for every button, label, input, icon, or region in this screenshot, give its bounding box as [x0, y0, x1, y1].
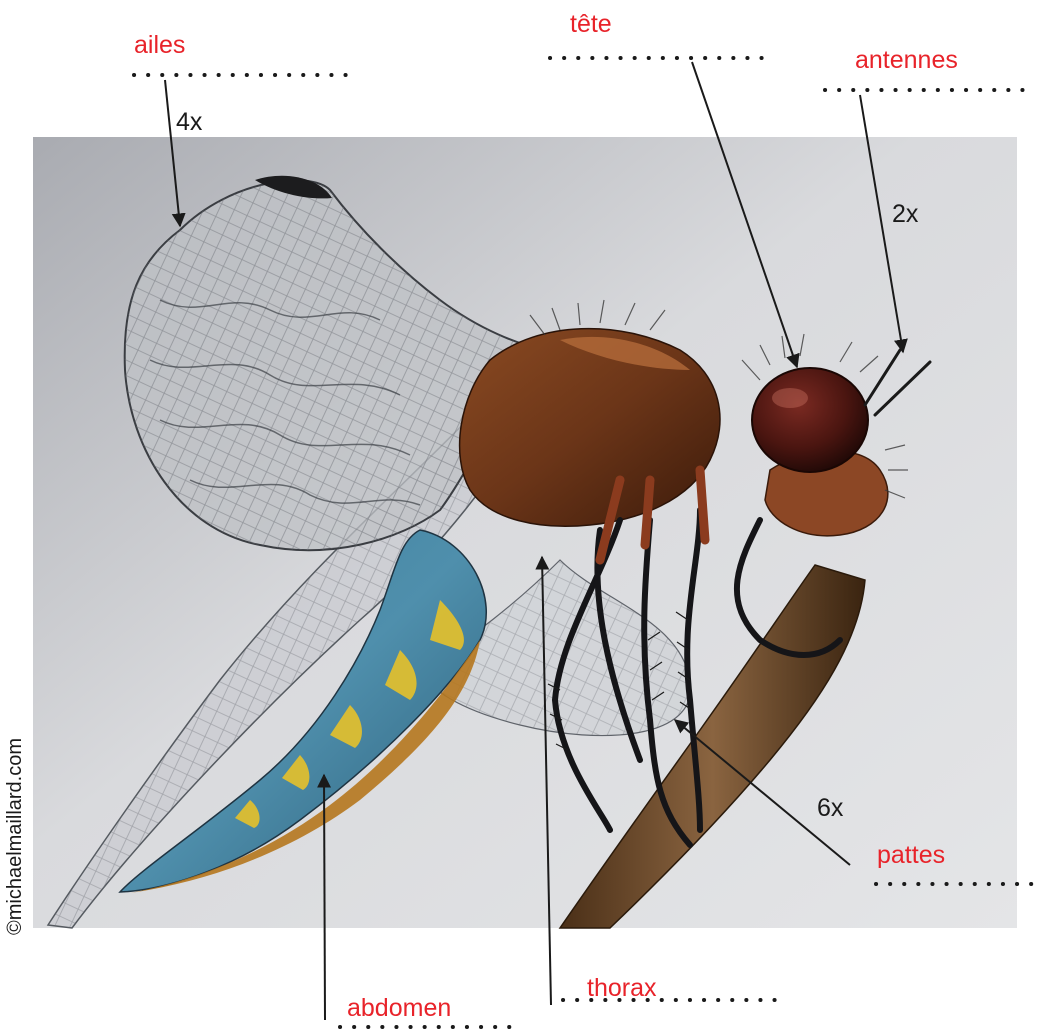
eye-highlight [772, 388, 808, 408]
count-ailes: 4x [176, 110, 202, 135]
count-pattes: 6x [817, 796, 843, 821]
count-antennes: 2x [892, 202, 918, 227]
pointer-abdomen [324, 775, 325, 1020]
label-abdomen: abdomen [347, 996, 451, 1021]
photo [33, 137, 1017, 928]
label-antennes: antennes [855, 48, 958, 73]
label-pattes: pattes [877, 843, 945, 868]
label-ailes: ailes [134, 33, 185, 58]
label-tete: tête [570, 12, 612, 37]
label-thorax: thorax [587, 976, 656, 1001]
photo-credit: ©michaelmaillard.com [4, 738, 27, 935]
compound-eye [752, 368, 868, 472]
